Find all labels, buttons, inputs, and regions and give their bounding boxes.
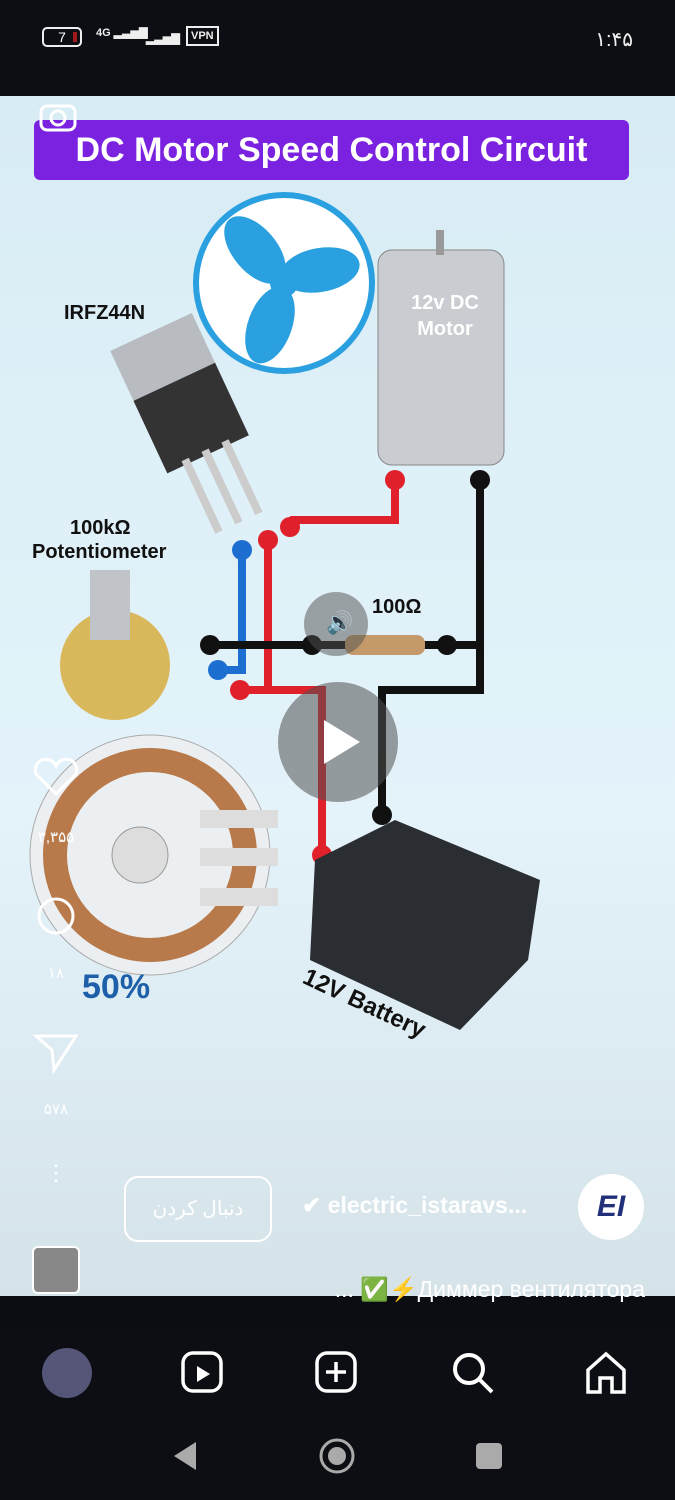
search-tab-icon[interactable] [448,1348,498,1398]
pot-label: Potentiometer [32,541,167,563]
motor-label: 12v DC Motor [411,292,479,340]
pot-value-label: 100kΩ [70,517,131,539]
circuit-illustration [29,192,540,1030]
mosfet [110,312,263,534]
potentiometer [60,610,170,720]
create-tab-icon[interactable] [312,1348,362,1398]
status-bar: 7 4G ▂▃▅▇ ▂▃▅▇ VPN ۱:۴۵ [0,0,675,96]
mute-button[interactable]: 🔊 [304,592,368,656]
author-username[interactable]: ✔ electric_istaravs... [302,1192,527,1219]
home-icon[interactable] [318,1437,356,1475]
camera-icon[interactable] [38,98,78,132]
share-icon[interactable] [28,1030,84,1074]
speed-percent: 50% [82,968,151,1006]
mosfet-label: IRFZ44N [64,302,146,324]
home-tab-icon[interactable] [582,1348,632,1398]
share-count: ۵۷۸ [43,1101,69,1118]
motor [377,249,505,466]
comment-icon[interactable] [28,896,84,940]
like-icon[interactable] [28,758,84,798]
resistor [345,635,425,655]
comment-count: ۱۸ [47,965,65,982]
author-avatar[interactable]: EI [578,1174,644,1240]
battery-indicator: 7 [42,27,82,47]
back-icon[interactable] [172,1440,200,1472]
audio-thumbnail[interactable] [32,1246,80,1294]
caption[interactable]: ... ✅⚡Диммер вентилятора [334,1276,645,1302]
profile-tab[interactable] [42,1348,92,1398]
more-options-icon[interactable]: ⋮ [45,1160,67,1185]
like-count: ۳,۳۵۵ [37,829,75,846]
play-icon [324,720,360,764]
speaker-icon: 🔊 [326,610,354,635]
username-text: electric_istaravs... [327,1192,528,1218]
battery-12v [310,820,540,1030]
follow-button[interactable]: دنبال کردن [124,1176,272,1242]
resistor-label: 100Ω [372,596,422,618]
network-type: 4G [96,27,111,39]
reels-tab-icon[interactable] [178,1348,228,1398]
verified-icon: ✔ [302,1192,328,1218]
clock: ۱:۴۵ [595,29,633,51]
recents-icon[interactable] [476,1443,502,1469]
signal-icon: 4G ▂▃▅▇ [96,27,148,39]
play-button[interactable] [278,682,398,802]
video-title: DC Motor Speed Control Circuit [34,120,629,180]
vpn-badge: VPN [186,26,219,46]
signal-icon-2: ▂▃▅▇ [146,33,180,45]
